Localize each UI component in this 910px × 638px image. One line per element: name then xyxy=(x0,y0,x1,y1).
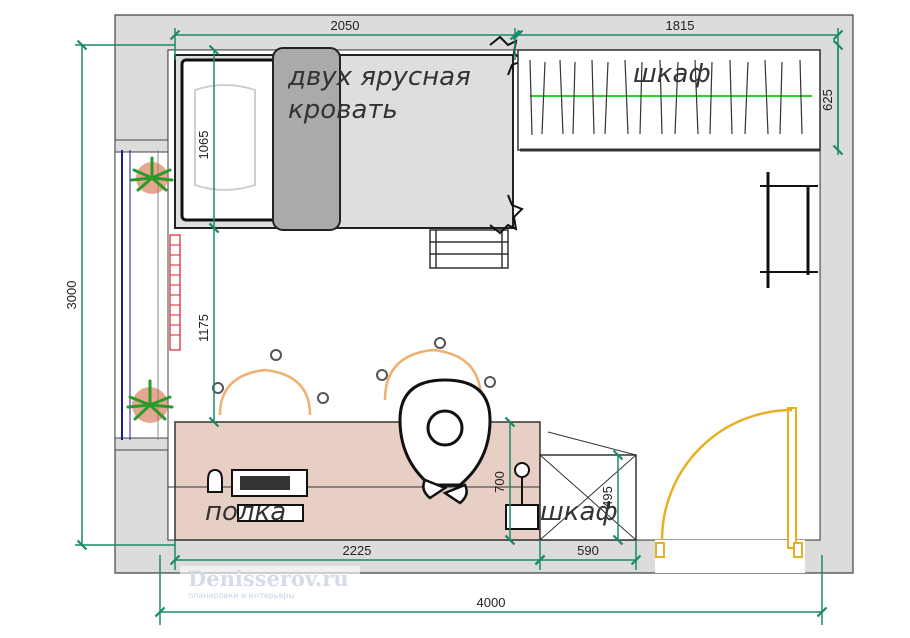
dim-cabinet-length: 590 xyxy=(577,543,599,558)
watermark-subtitle: планировки и интерьеры xyxy=(188,591,295,600)
person-icon xyxy=(398,378,492,505)
dim-bed-to-desk: 1175 xyxy=(196,314,211,342)
dim-room-depth: 3000 xyxy=(64,281,79,310)
plant-icon xyxy=(126,379,174,423)
dim-wardrobe-depth: 625 xyxy=(820,89,835,111)
wardrobe-label: шкаф xyxy=(633,59,711,89)
bed-label-line2: кровать xyxy=(288,95,398,125)
dim-room-width: 4000 xyxy=(477,595,506,610)
cabinet-label: шкаф xyxy=(540,497,618,527)
watermark-title: Denisserov.ru xyxy=(188,566,349,591)
dim-bed-width: 1065 xyxy=(196,131,211,160)
door xyxy=(655,407,805,573)
bed-label: двух ярусная кровать xyxy=(287,62,471,125)
dim-cabinet-depth: 495 xyxy=(600,486,615,508)
dim-desk-depth: 700 xyxy=(492,471,507,493)
plant-icon xyxy=(130,156,174,194)
clothes-rack xyxy=(760,172,818,288)
bed-label-line1: двух ярусная xyxy=(287,62,471,92)
shelf-label: полка xyxy=(205,497,286,527)
dimension-lines xyxy=(75,28,844,625)
wardrobe: шкаф xyxy=(517,49,821,152)
dim-desk-length: 2225 xyxy=(343,543,372,558)
bunk-bed xyxy=(174,35,524,269)
dim-wardrobe-length: 1815 xyxy=(666,18,695,33)
watermark: Denisserov.ru планировки и интерьеры xyxy=(180,566,360,602)
radiator xyxy=(169,234,181,351)
dim-bed-length: 2050 xyxy=(331,18,360,33)
dimension-labels: 2050 1815 625 3000 1065 1175 2225 590 70… xyxy=(64,18,835,610)
